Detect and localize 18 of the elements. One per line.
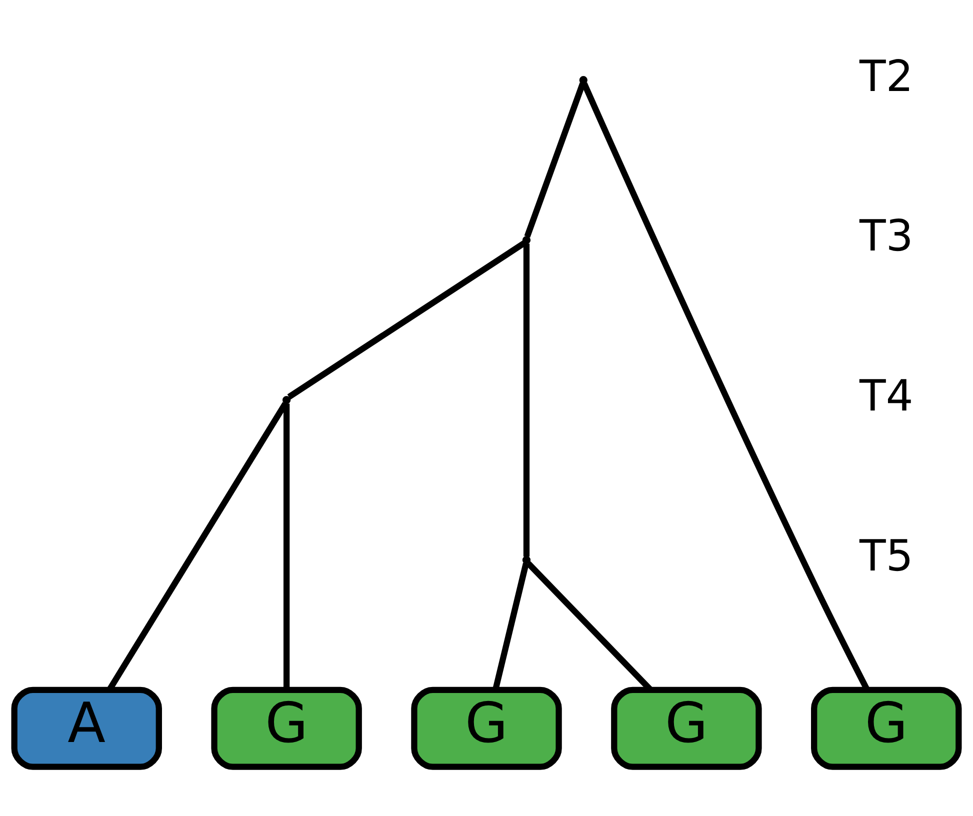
node-point — [579, 76, 588, 84]
connector — [284, 403, 290, 690]
node-box: G — [611, 686, 762, 770]
connector — [524, 82, 586, 238]
label: T3 — [860, 211, 914, 262]
connector — [492, 562, 530, 690]
node-box: G — [411, 686, 562, 770]
connector — [523, 243, 530, 556]
node-point — [522, 236, 531, 244]
node-box: G — [811, 686, 962, 770]
node-box: G — [211, 686, 362, 770]
node-box: A — [11, 686, 162, 770]
label: T5 — [860, 531, 914, 582]
label: T2 — [860, 51, 914, 102]
node-point — [282, 395, 291, 404]
label: T4 — [860, 371, 914, 422]
connector — [287, 240, 526, 399]
node-point — [522, 555, 531, 564]
